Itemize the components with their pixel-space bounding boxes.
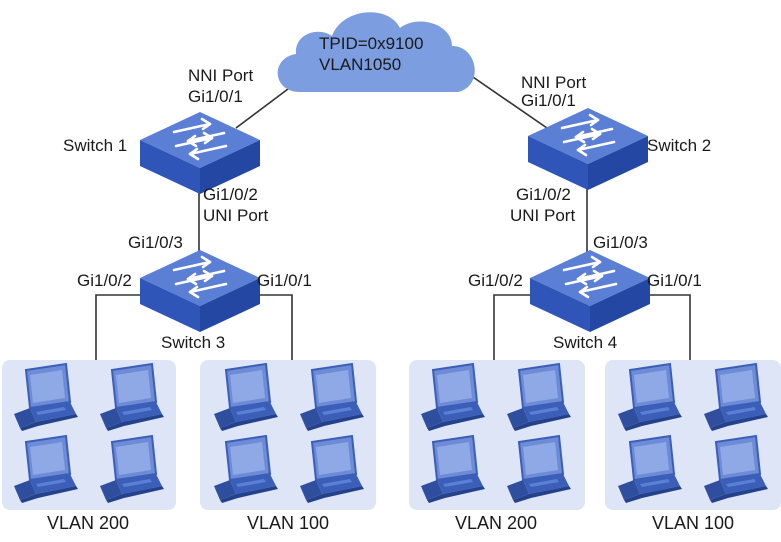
s2-uni-type: UNI Port <box>510 206 576 225</box>
switch-3-icon <box>138 248 262 334</box>
link-s3-right <box>255 294 293 360</box>
switch-3-name: Switch 3 <box>161 333 226 352</box>
link-s4-left <box>493 294 533 360</box>
s3-up-port: Gi1/0/3 <box>128 233 183 252</box>
s4-left-port: Gi1/0/2 <box>468 271 523 290</box>
s4-right-port: Gi1/0/1 <box>647 271 702 290</box>
vlan-group-1-label: VLAN 200 <box>46 513 130 533</box>
s3-right-port: Gi1/0/1 <box>257 271 312 290</box>
s4-up-port: Gi1/0/3 <box>593 233 648 252</box>
switch-4-icon <box>528 248 652 334</box>
cloud-label: TPID=0x9100 VLAN1050 <box>319 33 423 76</box>
link-s2-cloud <box>469 74 548 129</box>
switch-2-icon <box>526 106 650 192</box>
cloud-tpid: TPID=0x9100 <box>319 34 424 53</box>
vlan-group-4-label: VLAN 100 <box>651 513 735 533</box>
switch-1-name: Switch 1 <box>63 136 128 155</box>
s3-left-port: Gi1/0/2 <box>77 271 132 290</box>
vlan-group-3-label: VLAN 200 <box>454 513 538 533</box>
vlan-group-2-label: VLAN 100 <box>246 513 330 533</box>
s1-uni-type: UNI Port <box>203 206 269 225</box>
link-s3-left <box>95 294 143 360</box>
s1-nni-port: Gi1/0/1 <box>188 87 243 106</box>
switch-4-name: Switch 4 <box>553 333 618 352</box>
s1-nni-type: NNI Port <box>188 66 254 85</box>
s1-uni-port: Gi1/0/2 <box>203 185 258 204</box>
links <box>95 74 691 360</box>
cloud-icon <box>277 12 475 92</box>
s2-nni-port: Gi1/0/1 <box>521 91 576 110</box>
s2-uni-port: Gi1/0/2 <box>516 185 571 204</box>
cloud-vlan: VLAN1050 <box>319 55 402 75</box>
link-s4-right <box>643 294 691 360</box>
switch-2-name: Switch 2 <box>647 136 712 155</box>
s2-nni-type: NNI Port <box>521 73 587 92</box>
